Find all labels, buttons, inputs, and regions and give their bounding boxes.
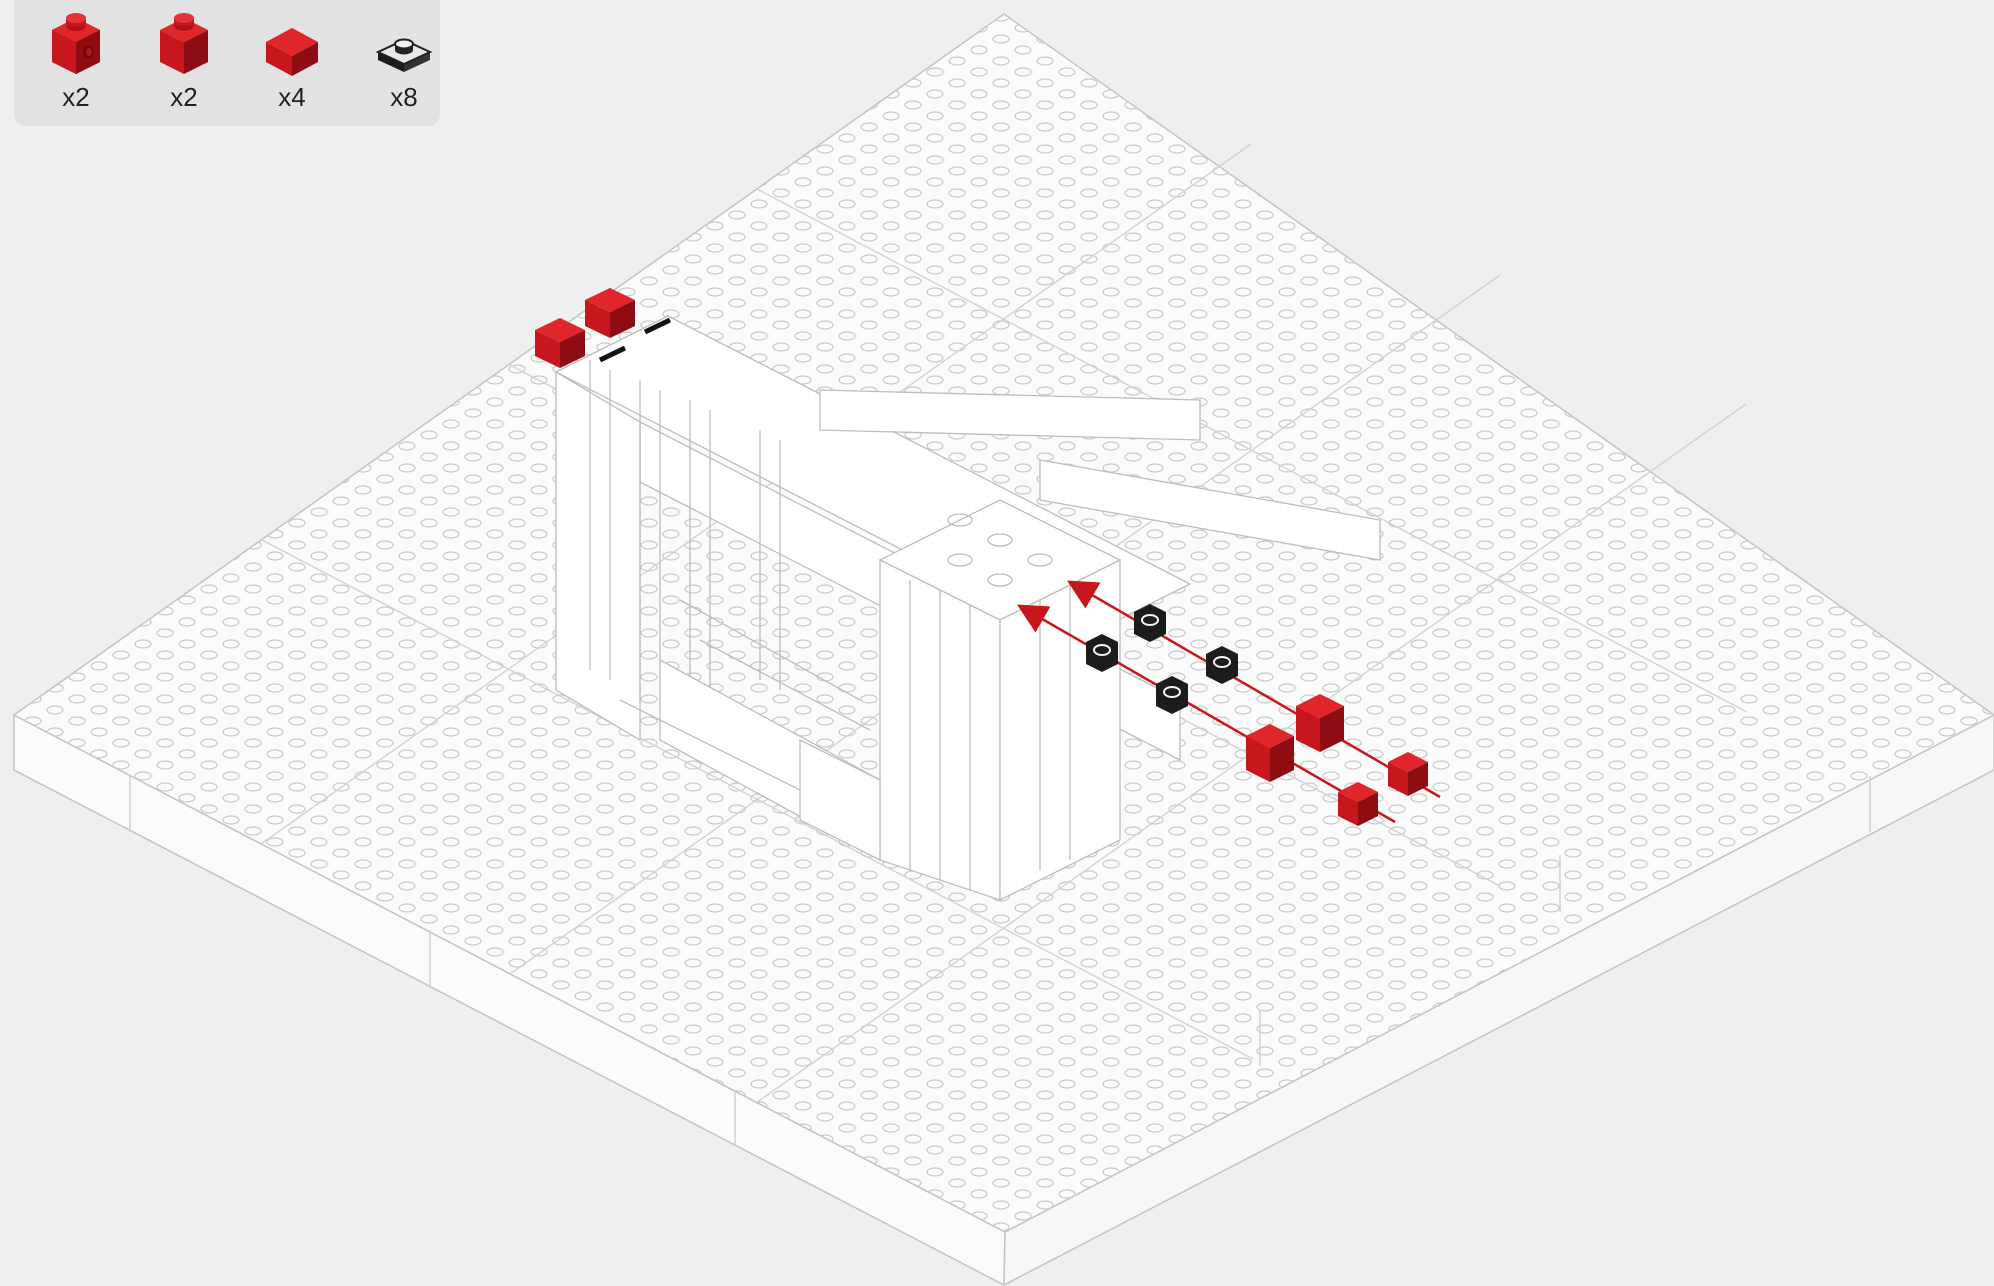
build-step-scene <box>0 0 1994 1286</box>
